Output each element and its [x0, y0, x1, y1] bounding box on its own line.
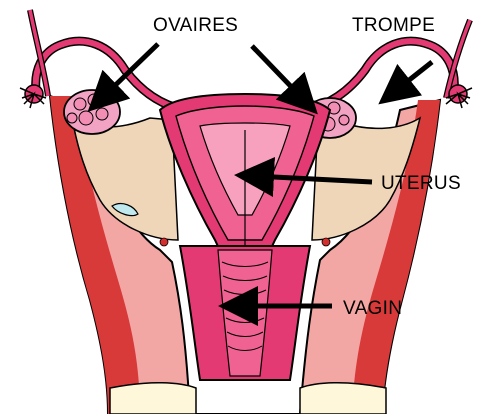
- left-fimbriae: [20, 85, 46, 108]
- arrow-trompe: [394, 62, 432, 92]
- label-ovaires: OVAIRES: [153, 15, 238, 37]
- left-ovary: [64, 90, 120, 134]
- label-uterus: UTERUS: [381, 173, 461, 195]
- label-trompe: TROMPE: [352, 15, 435, 37]
- vulva-area: [110, 383, 386, 414]
- label-vagin: VAGIN: [343, 298, 402, 320]
- arrow-ovaires-right: [252, 46, 304, 100]
